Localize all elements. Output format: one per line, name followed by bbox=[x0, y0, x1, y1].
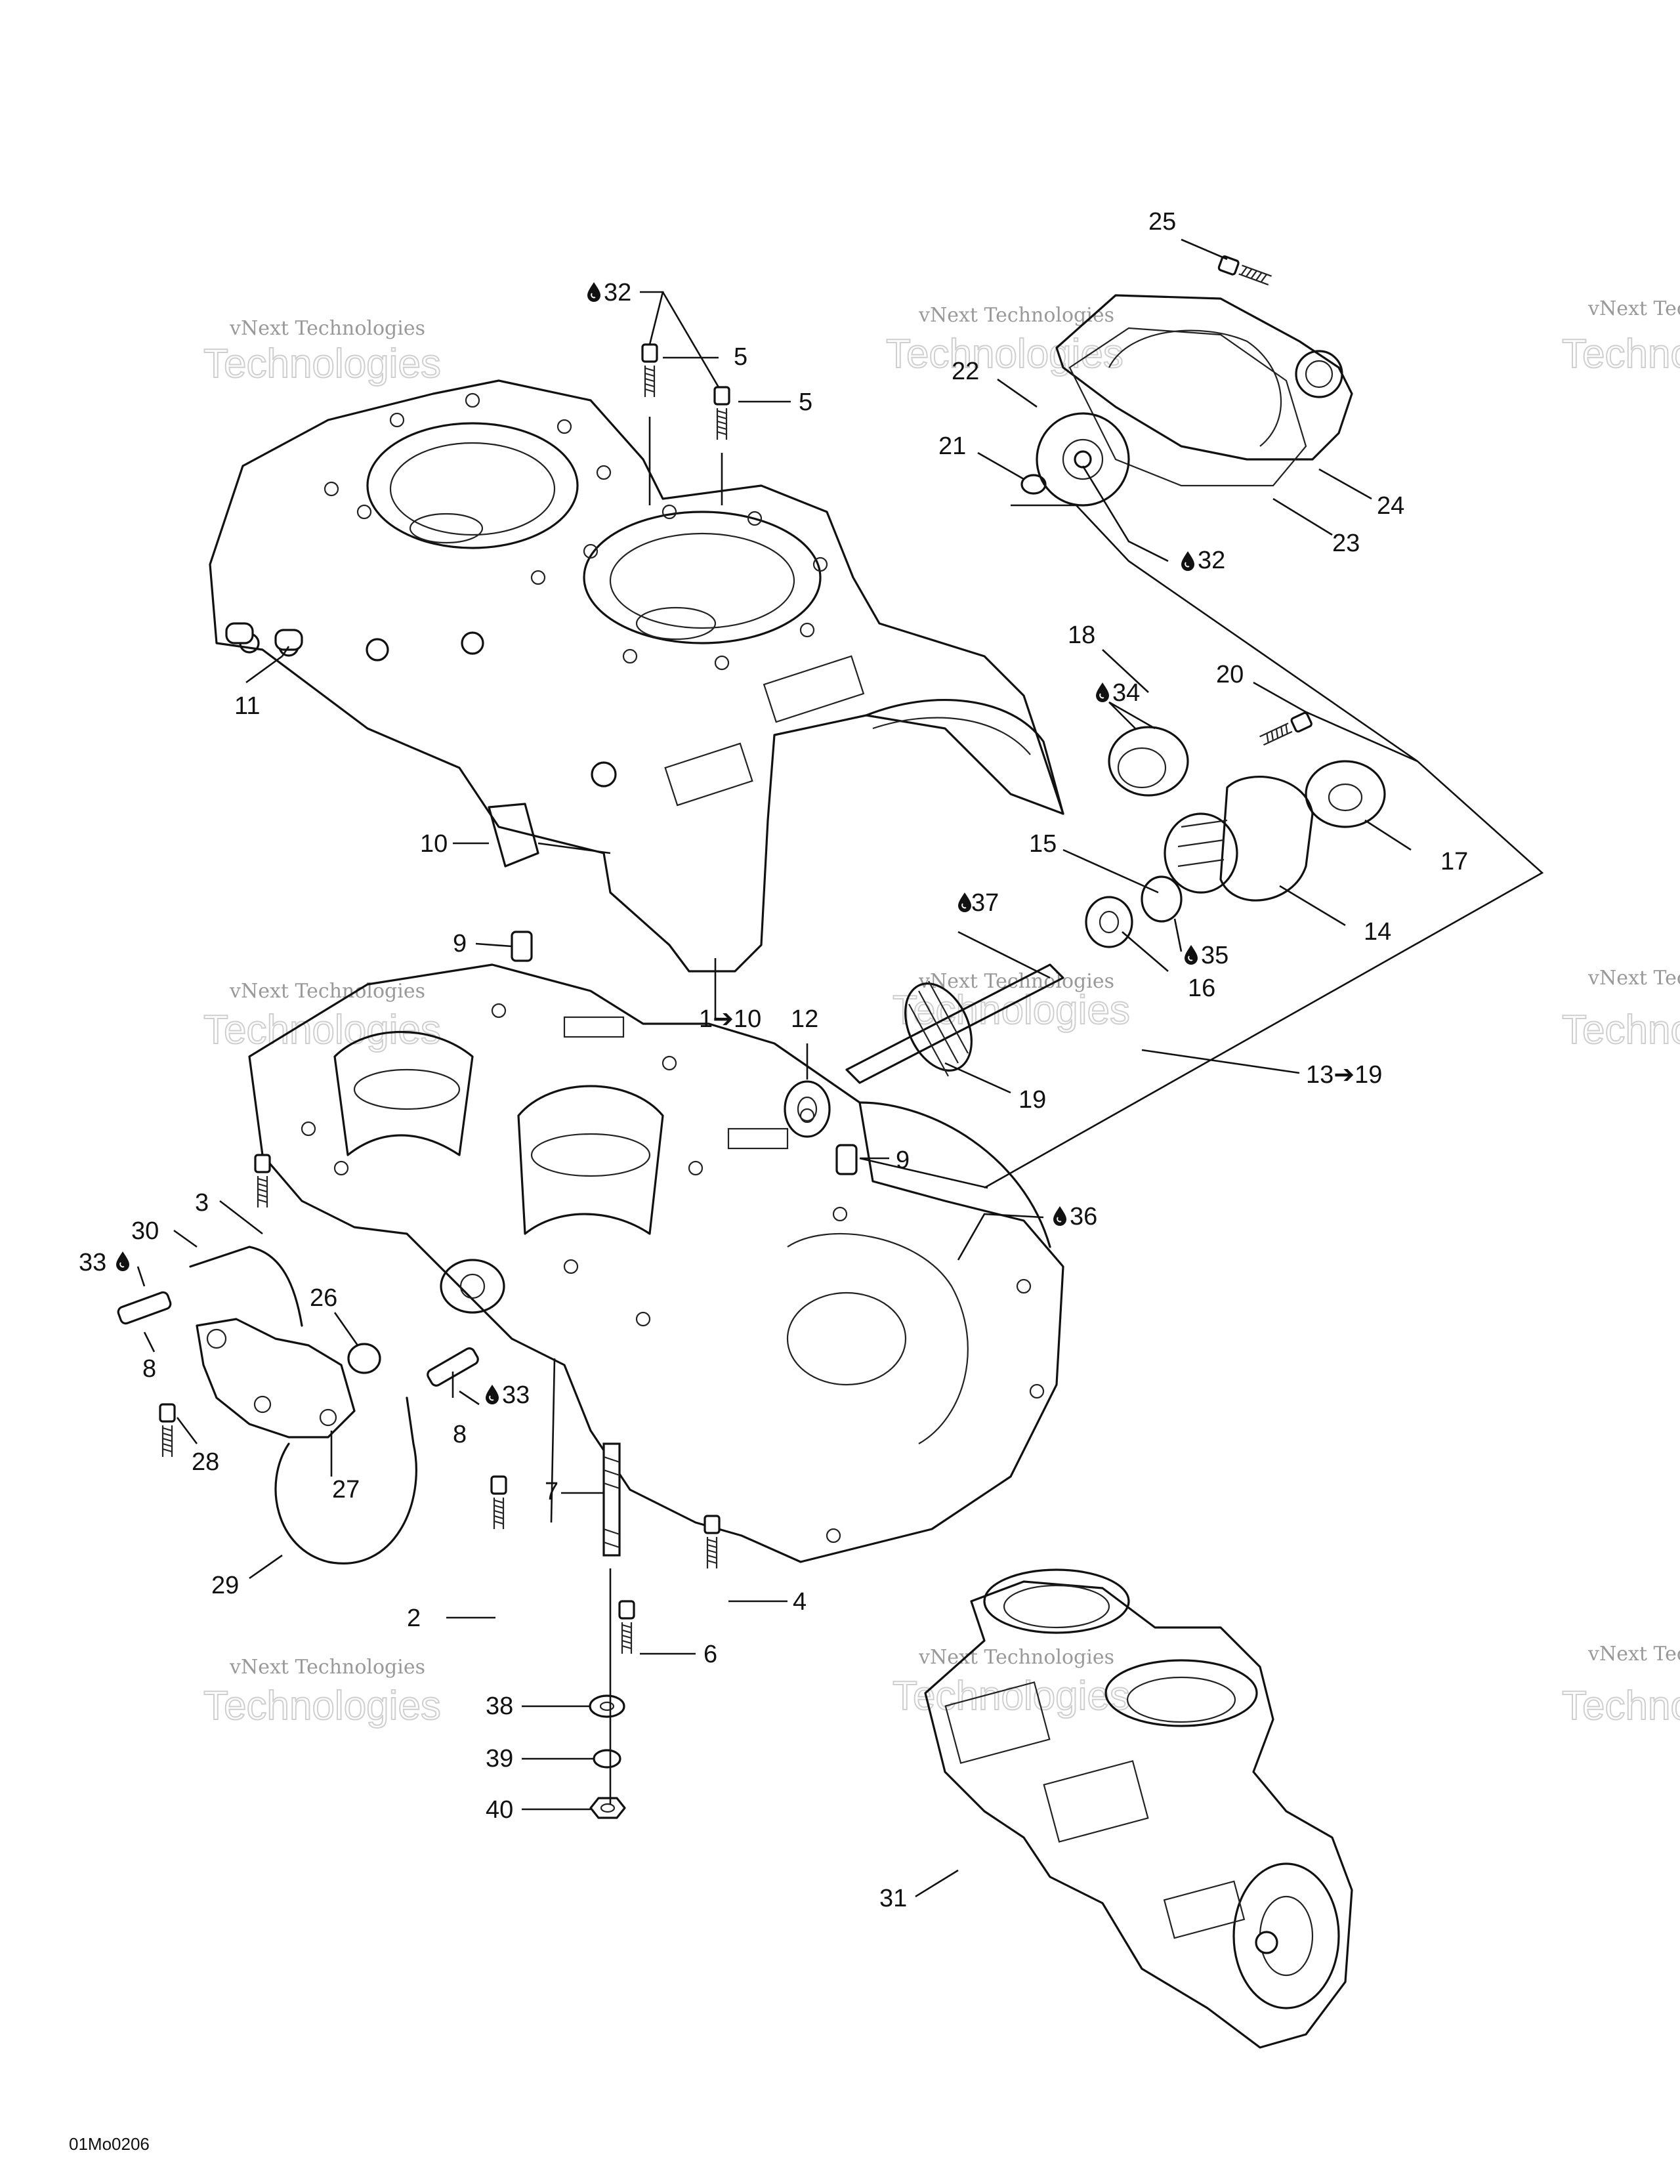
watermark-outline: Technologies bbox=[892, 1673, 1130, 1719]
callout-26: 26 bbox=[310, 1284, 337, 1312]
callout-18: 18 bbox=[1068, 621, 1095, 649]
callout-12: 12 bbox=[791, 1005, 818, 1033]
callout-8: 8 bbox=[142, 1355, 156, 1383]
lower-crankcase bbox=[248, 963, 1064, 1563]
watermark-outline: Technologies bbox=[892, 988, 1130, 1033]
watermark-text: vNext Technologies bbox=[918, 304, 1114, 327]
sealant-drop-icon bbox=[1184, 944, 1198, 965]
watermark-text: vNext Technologies bbox=[1587, 967, 1680, 990]
callout-1-10: 1➔10 bbox=[699, 1005, 761, 1033]
callout-38: 38 bbox=[486, 1692, 513, 1720]
watermark-outline: Technologies bbox=[203, 1683, 441, 1729]
callout-labels: 32 5 5 11 10 9 1➔10 25 22 21 32 24 23 18… bbox=[79, 208, 1468, 1912]
callout-31: 31 bbox=[879, 1885, 907, 1912]
callout-14: 14 bbox=[1364, 918, 1391, 946]
watermark-text: vNext Technologies bbox=[918, 1646, 1114, 1669]
watermark-outline: Technologies bbox=[1562, 331, 1680, 377]
sealant-drop-icon bbox=[485, 1384, 499, 1405]
leader-lines bbox=[136, 238, 1544, 1898]
callout-9: 9 bbox=[896, 1146, 910, 1174]
watermark-text: vNext Technologies bbox=[229, 317, 425, 340]
callout-30: 30 bbox=[131, 1217, 159, 1245]
callout-28: 28 bbox=[192, 1448, 219, 1476]
sealant-drop-icon bbox=[1095, 682, 1110, 703]
watermark-outline: Technologies bbox=[203, 341, 441, 387]
callout-16: 16 bbox=[1188, 975, 1215, 1002]
upper-crankcase bbox=[209, 379, 1064, 973]
watermark-group: vNext Technologies Technologies vNext Te… bbox=[203, 297, 1680, 1729]
callout-27: 27 bbox=[332, 1476, 360, 1503]
watermark-outline: Technologies bbox=[886, 331, 1124, 377]
watermark-outline: Technologies bbox=[1562, 1683, 1680, 1729]
rotary-valve-cover bbox=[1020, 255, 1353, 507]
callout-5: 5 bbox=[799, 388, 812, 416]
drawing-code: 01Mo0206 bbox=[69, 2134, 150, 2154]
sealant-drop-icon bbox=[1053, 1206, 1067, 1227]
callout-24: 24 bbox=[1377, 492, 1404, 520]
callout-5: 5 bbox=[734, 343, 747, 371]
oil-pump bbox=[117, 1246, 479, 1564]
callout-15: 15 bbox=[1029, 830, 1057, 858]
callout-20: 20 bbox=[1216, 661, 1244, 688]
callout-25: 25 bbox=[1148, 208, 1176, 236]
callout-22: 22 bbox=[952, 358, 979, 385]
callout-35: 35 bbox=[1201, 942, 1228, 969]
lower-bolt-holes bbox=[301, 1003, 1045, 1544]
callout-40: 40 bbox=[486, 1796, 513, 1824]
callout-2: 2 bbox=[407, 1605, 421, 1632]
callout-33: 33 bbox=[79, 1249, 106, 1276]
callout-17: 17 bbox=[1440, 848, 1468, 875]
deck-bolt-holes bbox=[324, 392, 828, 671]
callout-9: 9 bbox=[453, 930, 467, 957]
callout-33: 33 bbox=[502, 1381, 530, 1409]
callout-10: 10 bbox=[420, 830, 448, 858]
callout-4: 4 bbox=[793, 1588, 807, 1616]
callout-21: 21 bbox=[938, 432, 966, 460]
callout-36: 36 bbox=[1070, 1203, 1097, 1230]
callout-7: 7 bbox=[545, 1478, 558, 1505]
callout-29: 29 bbox=[211, 1572, 239, 1599]
callout-32: 32 bbox=[1198, 547, 1225, 574]
sealant-drop-icon bbox=[116, 1251, 130, 1272]
watermark-text: vNext Technologies bbox=[1587, 297, 1680, 320]
callout-11: 11 bbox=[234, 692, 260, 720]
callout-19: 19 bbox=[1018, 1086, 1046, 1114]
callout-39: 39 bbox=[486, 1745, 513, 1773]
watermark-text: vNext Technologies bbox=[229, 1656, 425, 1679]
callout-34: 34 bbox=[1112, 679, 1140, 707]
callout-32: 32 bbox=[604, 279, 631, 306]
callout-13-19: 13➔19 bbox=[1306, 1061, 1382, 1089]
callout-37: 37 bbox=[971, 889, 999, 917]
engine-assembly bbox=[924, 1568, 1353, 2049]
callout-8: 8 bbox=[453, 1421, 467, 1448]
sealant-drop-icon bbox=[957, 892, 972, 913]
watermark-outline: Technologies bbox=[203, 1007, 441, 1053]
callout-23: 23 bbox=[1332, 530, 1360, 557]
watermark-outline: Technologies bbox=[1562, 1007, 1680, 1053]
sealant-drop-icon bbox=[587, 282, 601, 303]
watermark-text: vNext Technologies bbox=[1587, 1643, 1680, 1666]
fasteners bbox=[159, 343, 858, 1819]
callout-3: 3 bbox=[195, 1189, 209, 1217]
watermark-text: vNext Technologies bbox=[229, 980, 425, 1003]
callout-6: 6 bbox=[704, 1641, 717, 1668]
sealant-drop-icon bbox=[1181, 551, 1195, 572]
